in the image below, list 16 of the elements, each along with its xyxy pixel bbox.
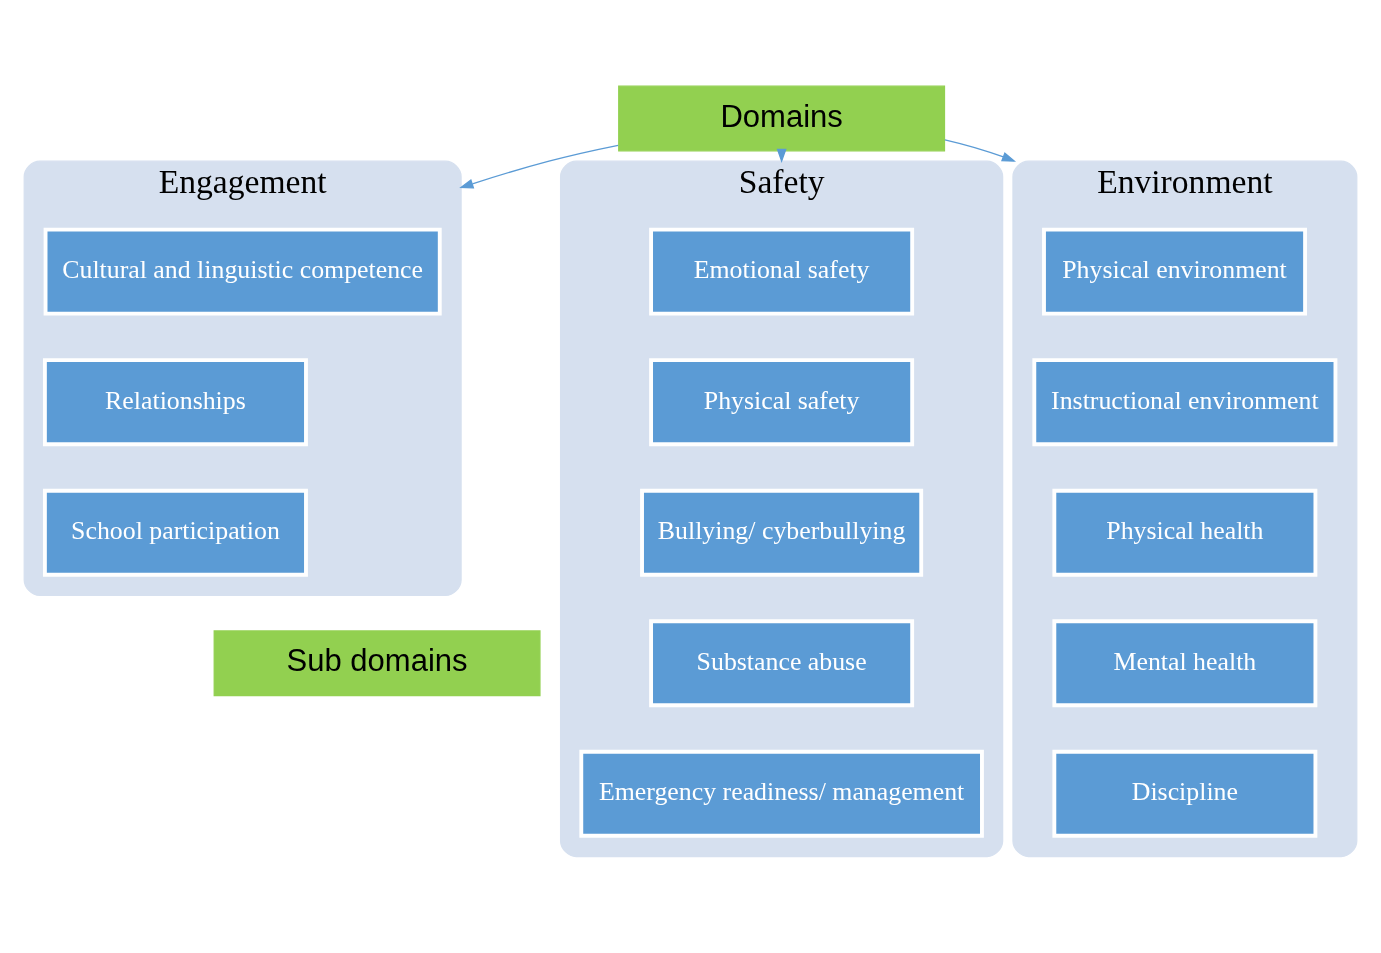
node-box: Physical safety	[649, 358, 915, 447]
arrow	[459, 144, 619, 189]
node-box: Relationships	[42, 358, 308, 447]
node-box: School participation	[42, 488, 308, 577]
arrow	[944, 139, 1017, 162]
node-box: Discipline	[1052, 749, 1318, 838]
node-box: Bullying/ cyberbullying	[640, 488, 924, 577]
node-box: Emotional safety	[649, 227, 915, 316]
node-box: Instructional environment	[1032, 358, 1338, 447]
node-box: Physical health	[1052, 488, 1318, 577]
node-box: Emergency readiness/ management	[579, 749, 984, 838]
node-box: Sub domains	[213, 630, 541, 697]
node-box: Physical environment	[1042, 227, 1307, 316]
node-box: Substance abuse	[649, 619, 915, 708]
node-box: Cultural and linguistic competence	[43, 227, 442, 316]
node-box: Mental health	[1052, 619, 1318, 708]
